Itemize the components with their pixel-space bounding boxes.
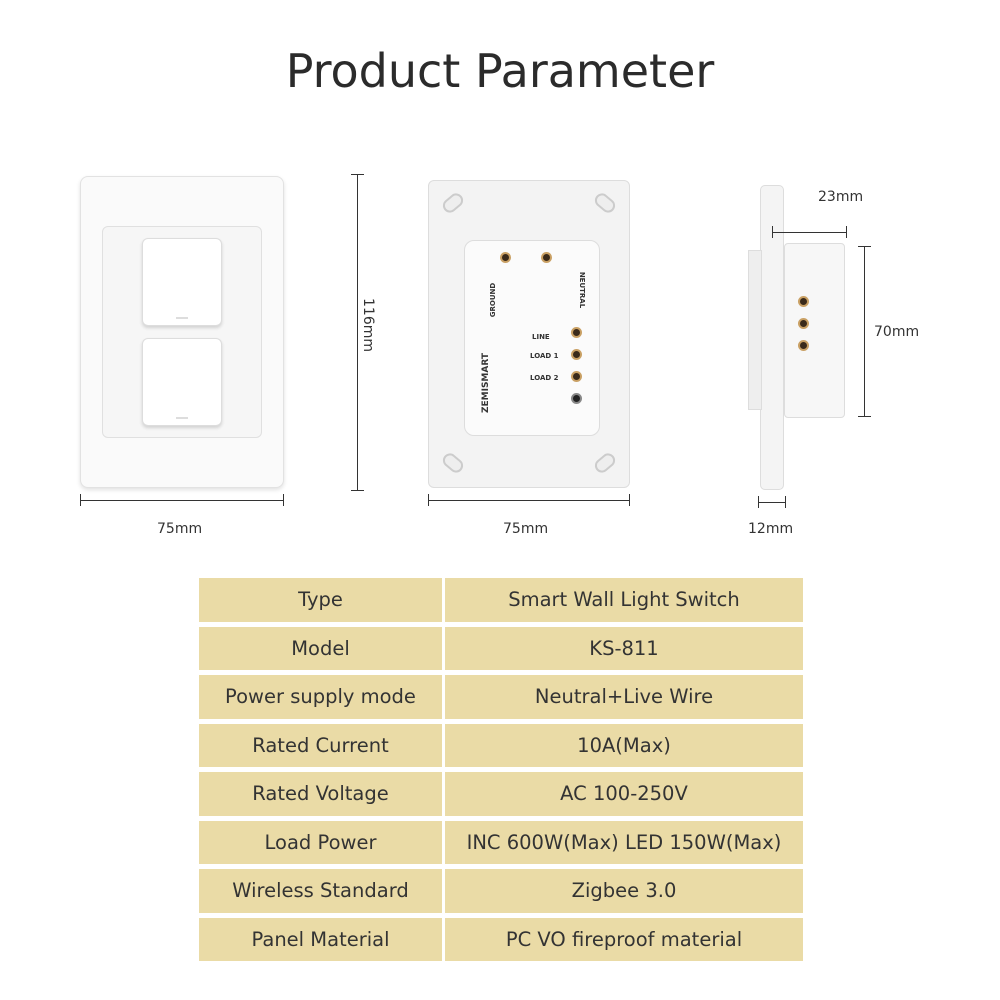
- brand-label: ZEMISMART: [481, 352, 492, 414]
- spec-key: Wireless Standard: [199, 869, 442, 913]
- load2-label: LOAD 2: [530, 374, 559, 382]
- switch-button-2: [142, 338, 222, 426]
- spec-key: Load Power: [199, 820, 442, 864]
- spec-key: Type: [199, 578, 442, 622]
- spec-value: Neutral+Live Wire: [445, 675, 803, 719]
- spec-value: Zigbee 3.0: [445, 869, 803, 913]
- line-label: LINE: [532, 333, 550, 341]
- spec-key: Panel Material: [199, 917, 442, 961]
- spec-value: PC VO fireproof material: [445, 917, 803, 961]
- spec-value: 10A(Max): [445, 723, 803, 767]
- spec-value: KS-811: [445, 626, 803, 670]
- back-width-label: 75mm: [503, 521, 549, 537]
- depth-total-label: 23mm: [818, 189, 864, 205]
- spec-value: Smart Wall Light Switch: [445, 578, 803, 622]
- spec-key: Rated Current: [199, 723, 442, 767]
- spec-value: INC 600W(Max) LED 150W(Max): [445, 820, 803, 864]
- spec-key: Power supply mode: [199, 675, 442, 719]
- switch-button-1: [142, 238, 222, 326]
- neutral-label: NEUTRAL: [578, 271, 587, 309]
- load1-label: LOAD 1: [530, 352, 559, 360]
- page-title: Product Parameter: [285, 44, 715, 98]
- spec-value: AC 100-250V: [445, 772, 803, 816]
- spec-key: Model: [199, 626, 442, 670]
- front-width-label: 75mm: [157, 521, 203, 537]
- plate-depth-label: 12mm: [748, 521, 794, 537]
- spec-key: Rated Voltage: [199, 772, 442, 816]
- height-label: 116mm: [360, 298, 376, 352]
- body-height-label: 70mm: [874, 324, 920, 340]
- ground-label: GROUND: [489, 282, 498, 318]
